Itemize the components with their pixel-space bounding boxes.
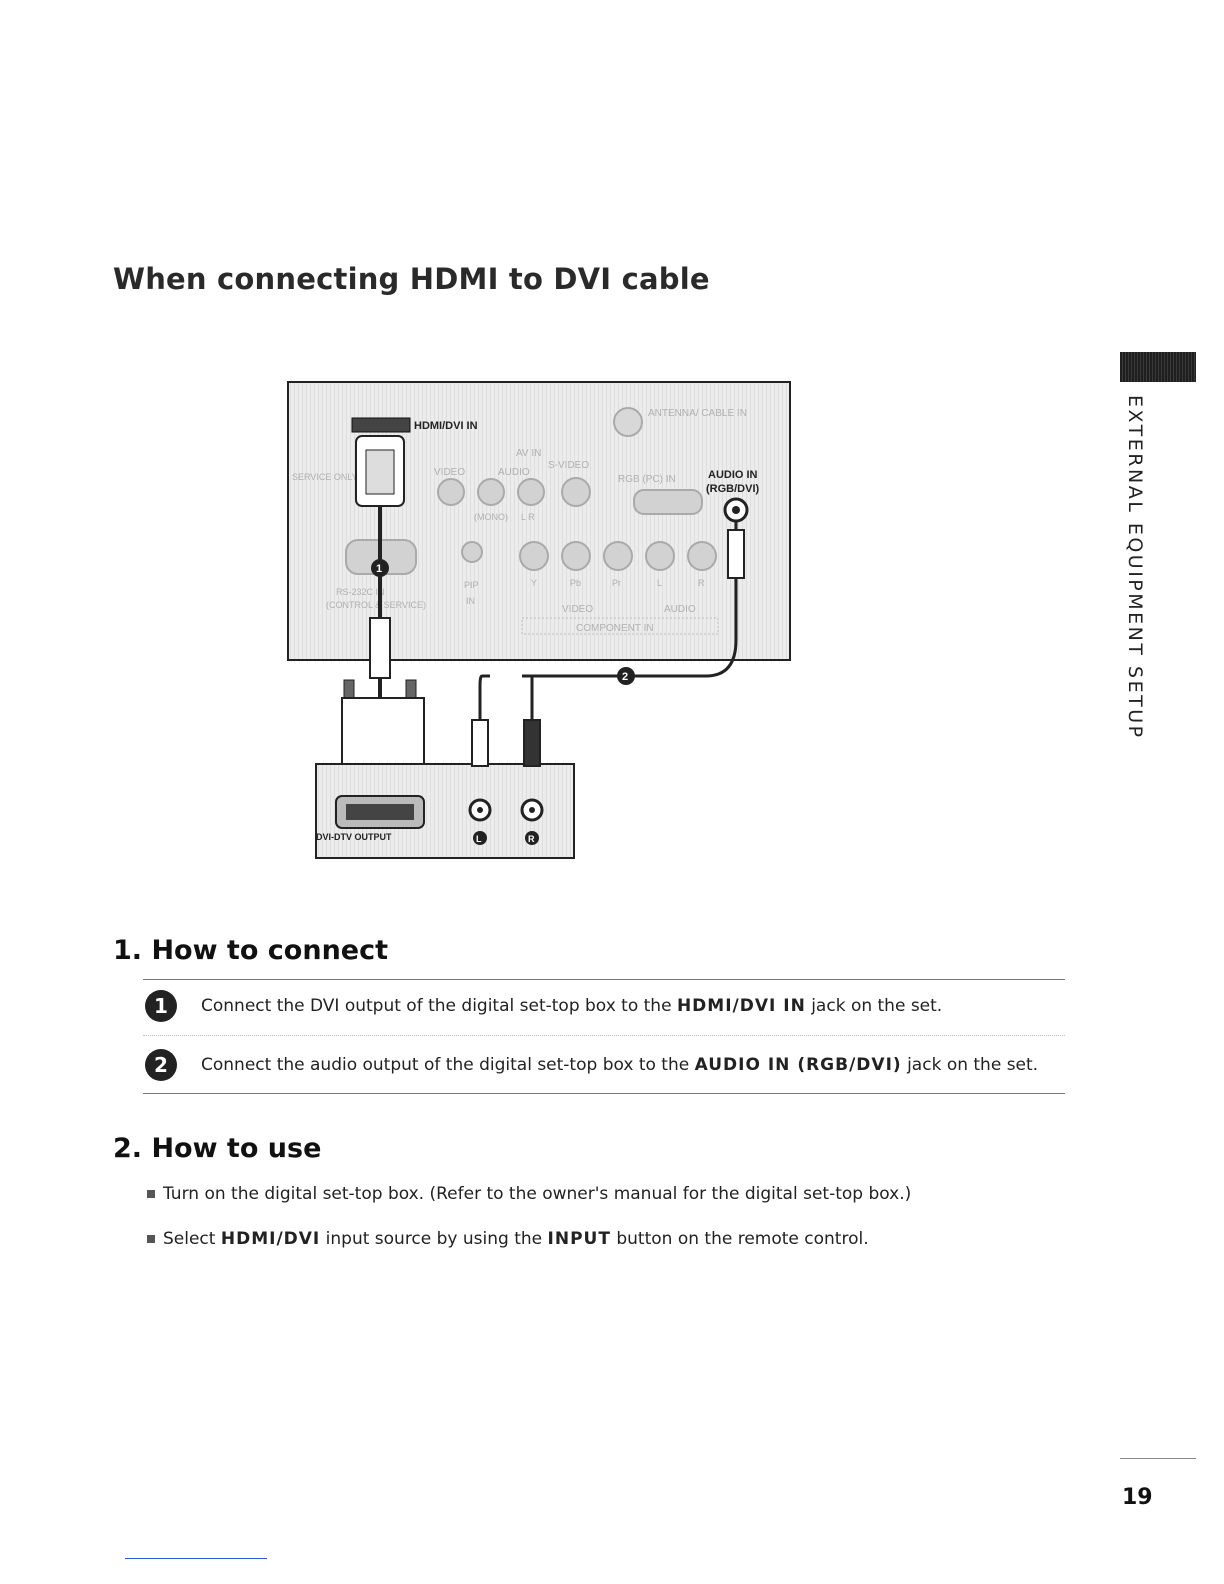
y-label: Y: [531, 578, 537, 588]
component-y-jack: [519, 541, 549, 571]
use-bullet-2: Select HDMI/DVI input source by using th…: [147, 1229, 869, 1249]
page-number: 19: [1122, 1485, 1153, 1510]
use-bullet-1: Turn on the digital set-top box. (Refer …: [147, 1184, 911, 1204]
bullet-icon: [147, 1235, 155, 1243]
service-only-label: SERVICE ONLY: [292, 472, 358, 482]
s-video-label: S-VIDEO: [548, 460, 589, 471]
rgb-pc-in-label: RGB (PC) IN: [618, 474, 676, 485]
rca-plug-right: [523, 719, 541, 767]
rgb-pc-port: [633, 489, 703, 515]
control-service-label: (CONTROL & SERVICE): [326, 600, 426, 610]
pr-label: Pr: [612, 578, 621, 588]
step-divider: [143, 1035, 1065, 1036]
svg-text:1: 1: [376, 563, 382, 575]
step-text: Connect the DVI output of the digital se…: [201, 996, 943, 1016]
rs232c-label: RS-232C IN: [336, 587, 385, 597]
l-r-label: L R: [521, 512, 535, 522]
pb-label: Pb: [570, 578, 581, 588]
av-audio-l-jack: [477, 478, 505, 506]
antenna-jack: [613, 407, 643, 437]
stb-right-label: R: [528, 834, 535, 844]
l-label: L: [657, 578, 662, 588]
pip-in-label: IN: [466, 596, 475, 606]
component-audio-r-jack: [687, 541, 717, 571]
connect-step-2: 2 Connect the audio output of the digita…: [145, 1048, 1075, 1082]
bullet-icon: [147, 1190, 155, 1198]
hdmi-dvi-port: [351, 417, 411, 433]
component-audio-l-jack: [645, 541, 675, 571]
connection-diagram: ANTENNA/ CABLE IN AV IN VIDEO AUDIO S-VI…: [286, 380, 792, 860]
pip-label: PIP: [464, 580, 479, 590]
dvi-dtv-output-label: DVI-DTV OUTPUT: [316, 832, 392, 842]
page-title: When connecting HDMI to DVI cable: [113, 262, 710, 296]
audio-plug-tv: [727, 529, 745, 579]
footer-link-underline[interactable]: [125, 1558, 267, 1559]
r-label: R: [698, 578, 705, 588]
callout-2: [617, 667, 635, 685]
audio-label: AUDIO: [498, 467, 530, 478]
step-text: Connect the audio output of the digital …: [201, 1055, 1039, 1075]
dvi-plug-upper: [369, 617, 391, 679]
s-video-jack: [561, 477, 591, 507]
hdmi-dvi-in-label: HDMI/DVI IN: [414, 420, 478, 432]
step-emphasis: HDMI/DVI IN: [676, 996, 806, 1016]
component-in-label: COMPONENT IN: [576, 623, 654, 634]
av-audio-r-jack: [517, 478, 545, 506]
component-pb-jack: [561, 541, 591, 571]
rca-plug-left: [471, 719, 489, 767]
section-tab-marker: [1120, 352, 1196, 382]
audio-in-sub-label: (RGB/DVI): [706, 483, 760, 495]
component-audio-label: AUDIO: [664, 604, 696, 615]
step-emphasis: AUDIO IN (RGB/DVI): [694, 1055, 902, 1075]
how-to-use-heading: 2. How to use: [113, 1133, 322, 1164]
connect-step-1: 1 Connect the DVI output of the digital …: [145, 989, 1075, 1023]
step-number-badge: 2: [145, 1049, 177, 1081]
video-label: VIDEO: [434, 467, 465, 478]
step-number-badge: 1: [145, 990, 177, 1022]
section-rule: [143, 1093, 1065, 1094]
svg-text:2: 2: [622, 671, 628, 683]
how-to-connect-heading: 1. How to connect: [113, 935, 389, 966]
section-rule: [143, 979, 1065, 980]
pip-jack: [461, 541, 483, 563]
section-tab-label: EXTERNAL EQUIPMENT SETUP: [1124, 395, 1146, 740]
av-video-jack: [437, 478, 465, 506]
page-number-rule: [1120, 1458, 1196, 1459]
av-in-label: AV IN: [516, 448, 541, 459]
audio-in-label: AUDIO IN: [708, 469, 758, 481]
mono-label: (MONO): [474, 512, 508, 522]
antenna-label: ANTENNA/ CABLE IN: [648, 408, 747, 419]
component-video-label: VIDEO: [562, 604, 593, 615]
callout-1: [371, 559, 389, 577]
component-pr-jack: [603, 541, 633, 571]
stb-left-label: L: [476, 834, 482, 844]
